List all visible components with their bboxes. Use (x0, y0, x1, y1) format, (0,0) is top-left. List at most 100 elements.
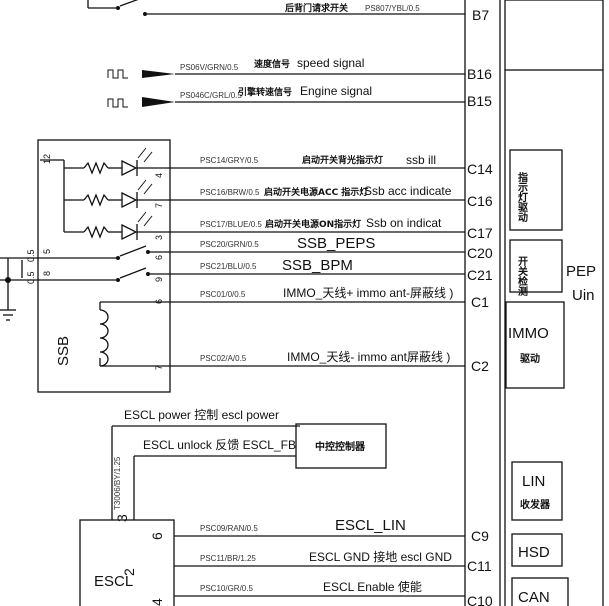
pin-c1: C1 (471, 294, 489, 310)
hsd-box: HSD (511, 533, 563, 567)
svg-text:7: 7 (154, 203, 164, 208)
svg-text:指示灯驱动: 指示灯驱动 (516, 171, 528, 223)
pin-c9: C9 (471, 528, 489, 544)
pin-c10: C10 (467, 593, 493, 606)
escl-box (79, 519, 175, 606)
pin-b16: B16 (467, 66, 492, 82)
pin-c14: C14 (467, 161, 493, 177)
svg-text:0.5: 0.5 (26, 271, 36, 284)
svg-text:T3006/BY/1.25: T3006/BY/1.25 (113, 456, 122, 510)
svg-text:ESCL GND 接地 escl GND: ESCL GND 接地 escl GND (309, 549, 452, 564)
svg-text:6: 6 (149, 532, 165, 540)
svg-text:启动开关电源ON指示灯: 启动开关电源ON指示灯 (265, 218, 361, 230)
ssb-wire-labels: PSC14/GRY/0.5 启动开关背光指示灯 ssb ill C14 PSC1… (200, 153, 493, 374)
pin-c20: C20 (467, 245, 493, 261)
controller-box (295, 423, 387, 469)
svg-text:LIN: LIN (522, 473, 545, 490)
svg-text:收发器: 收发器 (520, 498, 551, 511)
svg-text:Ssb on indicat: Ssb on indicat (366, 216, 442, 230)
svg-text:PSC20/GRN/0.5: PSC20/GRN/0.5 (200, 240, 259, 249)
pin-b15: B15 (467, 93, 492, 109)
svg-text:PSC17/BLUE/0.5: PSC17/BLUE/0.5 (200, 220, 262, 229)
svg-text:3: 3 (154, 235, 164, 240)
svg-text:IMMO: IMMO (508, 325, 549, 342)
resistor-icon (83, 225, 109, 239)
pin-c11: C11 (467, 558, 492, 574)
svg-text:6: 6 (154, 255, 164, 260)
escl-power-text: ESCL power 控制 escl power (124, 408, 279, 422)
svg-text:IMMO_天线- immo ant屏蔽线 ): IMMO_天线- immo ant屏蔽线 ) (287, 350, 450, 364)
svg-text:ESCL_LIN: ESCL_LIN (335, 517, 406, 534)
wire-b16: PS06V/GRN/0.5 速度信号 speed signal B16 (107, 56, 492, 82)
can-box: CAN (511, 577, 569, 606)
svg-text:PSC09/RAN/0.5: PSC09/RAN/0.5 (200, 524, 258, 533)
wire-b7: 后背门请求开关 PS807/YBL/0.5 B7 (87, 0, 489, 23)
ssb-pin-12: 12 (42, 154, 52, 164)
pin-c16: C16 (467, 193, 493, 209)
peps-label: PEP (566, 263, 596, 280)
svg-text:PSC14/GRY/0.5: PSC14/GRY/0.5 (200, 156, 259, 165)
svg-text:Ssb acc indicate: Ssb acc indicate (364, 184, 452, 198)
b16-en: speed signal (297, 56, 364, 70)
b15-cn: 引擎转速信号 (238, 86, 292, 98)
svg-text:6: 6 (154, 299, 164, 304)
pulse-icon (107, 69, 128, 79)
arrow-icon (142, 70, 175, 78)
b15-code: PS046C/GRL/0.5 (180, 91, 242, 100)
b7-code: PS807/YBL/0.5 (365, 4, 420, 13)
led-icon (121, 223, 138, 241)
pin-c21: C21 (467, 267, 493, 283)
svg-text:启动开关背光指示灯: 启动开关背光指示灯 (302, 154, 383, 166)
svg-text:驱动: 驱动 (520, 352, 540, 365)
svg-text:开关检测: 开关检测 (516, 256, 528, 297)
escl-label: ESCL (94, 573, 133, 590)
controller-label: 中控控制器 (315, 440, 366, 453)
peps-connector (464, 0, 501, 606)
ssb-label: SSB (55, 336, 72, 366)
indicator-driver-box: 指示灯驱动 (509, 149, 563, 231)
resistor-icon (83, 193, 109, 207)
lin-box: LIN 收发器 (511, 461, 563, 521)
ssb-pin-5: 5 (42, 249, 52, 254)
led-icon (121, 159, 138, 177)
peps-module: PEP Uin (504, 0, 604, 606)
b15-en: Engine signal (300, 84, 372, 98)
svg-text:IMMO_天线+ immo ant-屏蔽线 ): IMMO_天线+ immo ant-屏蔽线 ) (283, 286, 453, 300)
svg-text:4: 4 (149, 598, 165, 606)
escl-unlock-text: ESCL unlock 反馈 ESCL_FB (143, 438, 296, 452)
immo-driver-box: IMMO 驱动 (505, 301, 565, 389)
b16-code: PS06V/GRN/0.5 (180, 63, 239, 72)
svg-text:2: 2 (121, 568, 137, 576)
ssb-box: SSB 12 5 8 4 7 3 (0, 139, 465, 393)
pulse-icon (107, 98, 128, 108)
svg-text:ESCL Enable 使能: ESCL Enable 使能 (323, 579, 422, 594)
svg-text:HSD: HSD (518, 544, 550, 561)
svg-text:4: 4 (154, 173, 164, 178)
peps-label-2: Uin (572, 287, 595, 304)
antenna-coil-icon (99, 309, 109, 367)
svg-text:PSC02/A/0.5: PSC02/A/0.5 (200, 354, 247, 363)
wire-b15: PS046C/GRL/0.5 引擎转速信号 Engine signal B15 (107, 84, 492, 109)
b7-cn-label: 后背门请求开关 (285, 2, 348, 14)
b16-cn: 速度信号 (254, 58, 290, 70)
svg-text:启动开关电源ACC 指示灯: 启动开关电源ACC 指示灯 (264, 186, 368, 198)
svg-text:PSC10/GR/0.5: PSC10/GR/0.5 (200, 584, 253, 593)
switch-detect-box: 开关检测 (509, 239, 563, 297)
svg-text:0.5: 0.5 (26, 249, 36, 262)
svg-text:9: 9 (154, 277, 164, 282)
escl-section: ESCL power 控制 escl power ESCL unlock 反馈 … (79, 408, 493, 606)
svg-text:CAN: CAN (518, 589, 550, 606)
svg-text:PSC11/BR/1.25: PSC11/BR/1.25 (200, 554, 256, 563)
svg-text:PSC16/BRW/0.5: PSC16/BRW/0.5 (200, 188, 260, 197)
led-icon (121, 191, 138, 209)
ssb-pin-8: 8 (42, 271, 52, 276)
pin-c2: C2 (471, 358, 489, 374)
svg-text:PSC21/BLU/0.5: PSC21/BLU/0.5 (200, 262, 257, 271)
pin-b7: B7 (472, 7, 489, 23)
svg-text:7: 7 (154, 365, 164, 370)
svg-text:3: 3 (114, 514, 130, 522)
pin-c17: C17 (467, 225, 493, 241)
resistor-icon (83, 161, 109, 175)
